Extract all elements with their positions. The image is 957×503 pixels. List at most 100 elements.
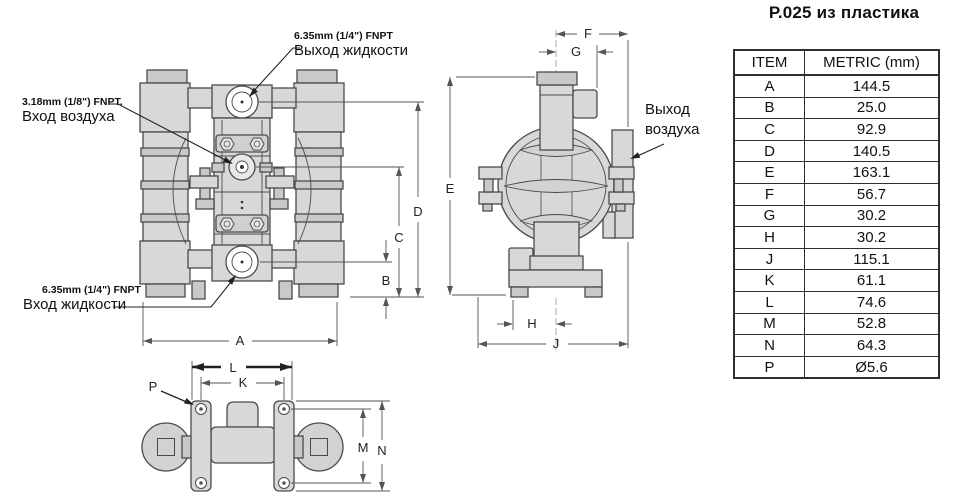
dim-label-h: H — [527, 316, 536, 331]
dim-label-k: K — [239, 375, 248, 390]
metric-cell: 140.5 — [804, 139, 940, 163]
side-body-circle — [497, 126, 615, 244]
side-bottom-port — [508, 221, 603, 298]
metric-cell: 144.5 — [804, 74, 940, 98]
item-cell: K — [733, 269, 805, 292]
dim-label-g: G — [571, 44, 581, 59]
item-cell: J — [733, 247, 805, 271]
item-cell: P — [733, 355, 805, 379]
dim-label-f: F — [584, 26, 592, 41]
side-view-leader — [630, 143, 665, 159]
item-cell: F — [733, 182, 805, 206]
dim-label-b: B — [382, 273, 391, 288]
item-cell: A — [733, 74, 805, 98]
fluid-inlet-label-text: Вход жидкости — [23, 296, 127, 314]
front-top-manifold — [187, 84, 297, 119]
front-center-body — [211, 117, 273, 249]
metric-cell: 74.6 — [804, 290, 940, 314]
metric-cell: Ø5.6 — [804, 355, 940, 379]
bottom-left-plate — [190, 400, 212, 492]
dim-label-n: N — [377, 443, 386, 458]
fluid-outlet-label-text: Выход жидкости — [294, 42, 409, 60]
metric-cell: 61.1 — [804, 269, 940, 292]
page-title: Р.025 из пластика — [768, 3, 920, 22]
front-view-drawing — [139, 69, 345, 300]
front-left-chamber — [139, 69, 191, 298]
dim-label-p: P — [149, 379, 158, 394]
metric-cell: 25.0 — [804, 96, 940, 120]
item-cell: H — [733, 226, 805, 249]
fluid-inlet-size-text: 6.35mm (1/4") FNPT — [42, 284, 141, 296]
air-inlet-label-text: Вход воздуха — [22, 108, 115, 126]
item-column-header: ITEM — [733, 49, 805, 76]
item-cell: C — [733, 118, 805, 141]
annotation-fluid-inlet: 6.35mm (1/4") FNPT Вход жидкости — [23, 284, 141, 313]
metric-cell: 30.2 — [804, 226, 940, 249]
metric-cell: 163.1 — [804, 161, 940, 184]
table-header-row: ITEM METRIC (mm) — [733, 49, 940, 76]
item-cell: M — [733, 312, 805, 336]
bottom-view-leader — [160, 390, 194, 405]
side-top-port — [536, 71, 598, 151]
metric-cell: 92.9 — [804, 118, 940, 141]
fluid-outlet-size-text: 6.35mm (1/4") FNPT — [294, 30, 393, 42]
item-cell: N — [733, 334, 805, 357]
annotation-fluid-outlet: 6.35mm (1/4") FNPT Выход жидкости — [294, 30, 408, 59]
dim-label-l: L — [229, 360, 236, 375]
metric-cell: 52.8 — [804, 312, 940, 336]
dim-label-e: E — [446, 181, 455, 196]
air-inlet-size-text: 3.18mm (1/8") FNPT. — [22, 96, 123, 108]
annotation-air-inlet: 3.18mm (1/8") FNPT. Вход воздуха — [22, 96, 123, 125]
side-right-clamp — [608, 166, 635, 212]
metric-column-header: METRIC (mm) — [804, 49, 940, 76]
side-view-dimensions: E F G H J — [446, 26, 629, 351]
side-view-drawing — [478, 30, 635, 350]
item-cell: E — [733, 161, 805, 184]
metric-cell: 56.7 — [804, 182, 940, 206]
dim-label-m: M — [358, 440, 369, 455]
metric-cell: 64.3 — [804, 334, 940, 357]
metric-cell: 115.1 — [804, 247, 940, 271]
item-cell: G — [733, 204, 805, 228]
front-view-leaders — [110, 47, 300, 308]
dim-label-j: J — [553, 336, 560, 351]
front-right-chamber — [293, 69, 345, 298]
air-outlet-label-line2: воздуха — [645, 121, 700, 139]
bottom-right-plate — [273, 400, 295, 492]
bottom-center-body — [210, 401, 276, 464]
air-inlet-port — [211, 153, 273, 181]
dim-label-a: A — [236, 333, 245, 348]
air-outlet-label-line1: Выход — [645, 101, 690, 118]
dim-label-d: D — [413, 204, 422, 219]
bottom-view-drawing — [141, 400, 344, 492]
item-cell: D — [733, 139, 805, 163]
item-cell: L — [733, 290, 805, 314]
front-left-clamp — [189, 167, 219, 210]
hex-nuts — [219, 137, 265, 231]
side-left-clamp — [478, 166, 503, 212]
front-bottom-manifold — [187, 244, 297, 300]
bottom-view-dimensions: L K M N P — [149, 360, 390, 492]
annotation-air-outlet: Выход воздуха — [645, 100, 699, 141]
item-cell: B — [733, 96, 805, 120]
front-view-dimensions: D C B A — [142, 101, 424, 348]
metric-cell: 30.2 — [804, 204, 940, 228]
